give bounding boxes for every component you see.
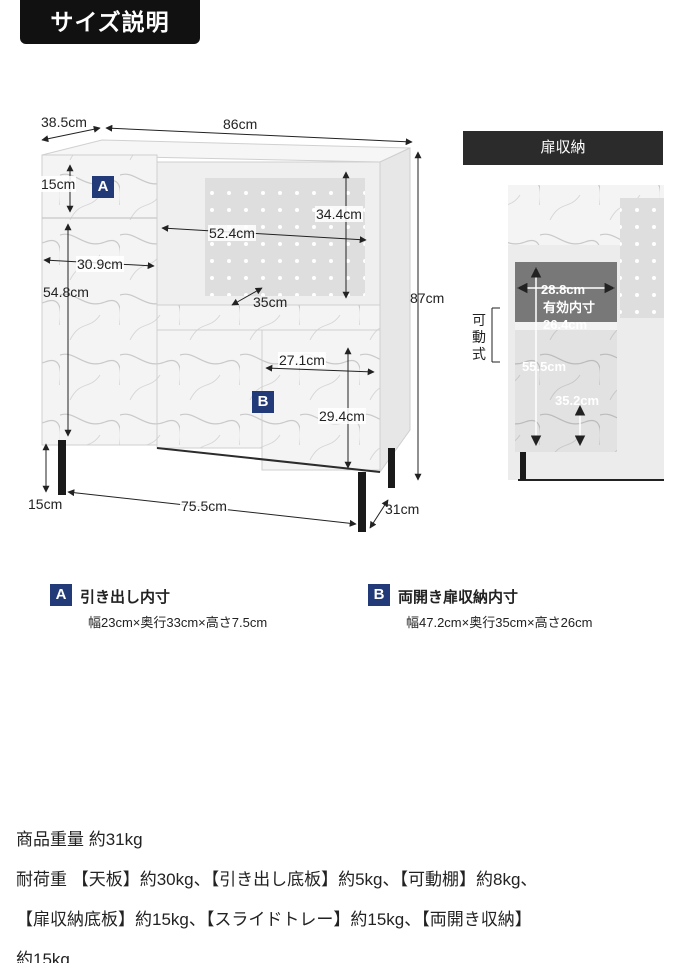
cabinet-diagram: 38.5cm 86cm 87cm 15cm A 34.4cm 52.4cm 30… bbox=[0, 100, 690, 550]
product-notes: 商品重量 約31kg 耐荷重 【天板】約30kg、【引き出し底板】約5kg、【可… bbox=[16, 820, 686, 963]
tray-depth-dimension: 35cm bbox=[253, 294, 288, 310]
adjustable-shelf-label: 可動式 bbox=[472, 312, 486, 362]
inset-effective-label: 有効内寸 bbox=[543, 300, 596, 315]
cabinet-height-dimension: 54.8cm bbox=[43, 284, 89, 300]
spec-b-title: 両開き扉収納内寸 bbox=[398, 589, 519, 606]
cabinet-illustration bbox=[41, 124, 664, 532]
inset-title: 扉収納 bbox=[463, 131, 663, 165]
drawer-height-dimension: 15cm bbox=[40, 176, 77, 192]
inset-shelf-height: 35.2cm bbox=[555, 393, 600, 408]
badge-b: B bbox=[252, 391, 274, 413]
depth-dimension: 38.5cm bbox=[41, 114, 87, 130]
side-depth-dimension: 31cm bbox=[385, 501, 420, 517]
badge-a: A bbox=[92, 176, 114, 198]
leg-span-dimension: 75.5cm bbox=[180, 498, 228, 514]
spec-a-badge: A bbox=[50, 584, 72, 606]
load-note-line1: 耐荷重 【天板】約30kg、【引き出し底板】約5kg、【可動棚】約8kg、 bbox=[16, 870, 538, 889]
cabinet-width-dimension: 30.9cm bbox=[76, 256, 124, 272]
door-width-dimension: 27.1cm bbox=[278, 352, 326, 368]
inset-inner-width: 28.8cm bbox=[541, 282, 586, 297]
load-note-line2: 【扉収納底板】約15kg、【スライドトレー】約15kg、【両開き収納】 bbox=[16, 910, 532, 929]
spec-b-badge: B bbox=[368, 584, 390, 606]
load-note-line3: 約15kg bbox=[16, 950, 70, 963]
leg-height-dimension: 15cm bbox=[28, 496, 63, 512]
weight-note: 商品重量 約31kg bbox=[16, 830, 143, 849]
open-shelf-width-dimension: 52.4cm bbox=[208, 225, 256, 241]
door-height-dimension: 29.4cm bbox=[318, 408, 366, 424]
inset-inner-height: 55.5cm bbox=[522, 359, 567, 374]
inset-effective-value: 26.4cm bbox=[543, 317, 588, 332]
section-title: サイズ説明 bbox=[20, 0, 200, 44]
spec-a-title: 引き出し内寸 bbox=[80, 589, 171, 606]
width-dimension: 86cm bbox=[223, 116, 258, 132]
spec-b-detail: 幅47.2cm×奥行35cm×高さ26cm bbox=[406, 615, 593, 630]
spec-a-detail: 幅23cm×奥行33cm×高さ7.5cm bbox=[88, 615, 268, 630]
open-shelf-height-dimension: 34.4cm bbox=[315, 206, 363, 222]
height-dimension: 87cm bbox=[410, 290, 445, 306]
